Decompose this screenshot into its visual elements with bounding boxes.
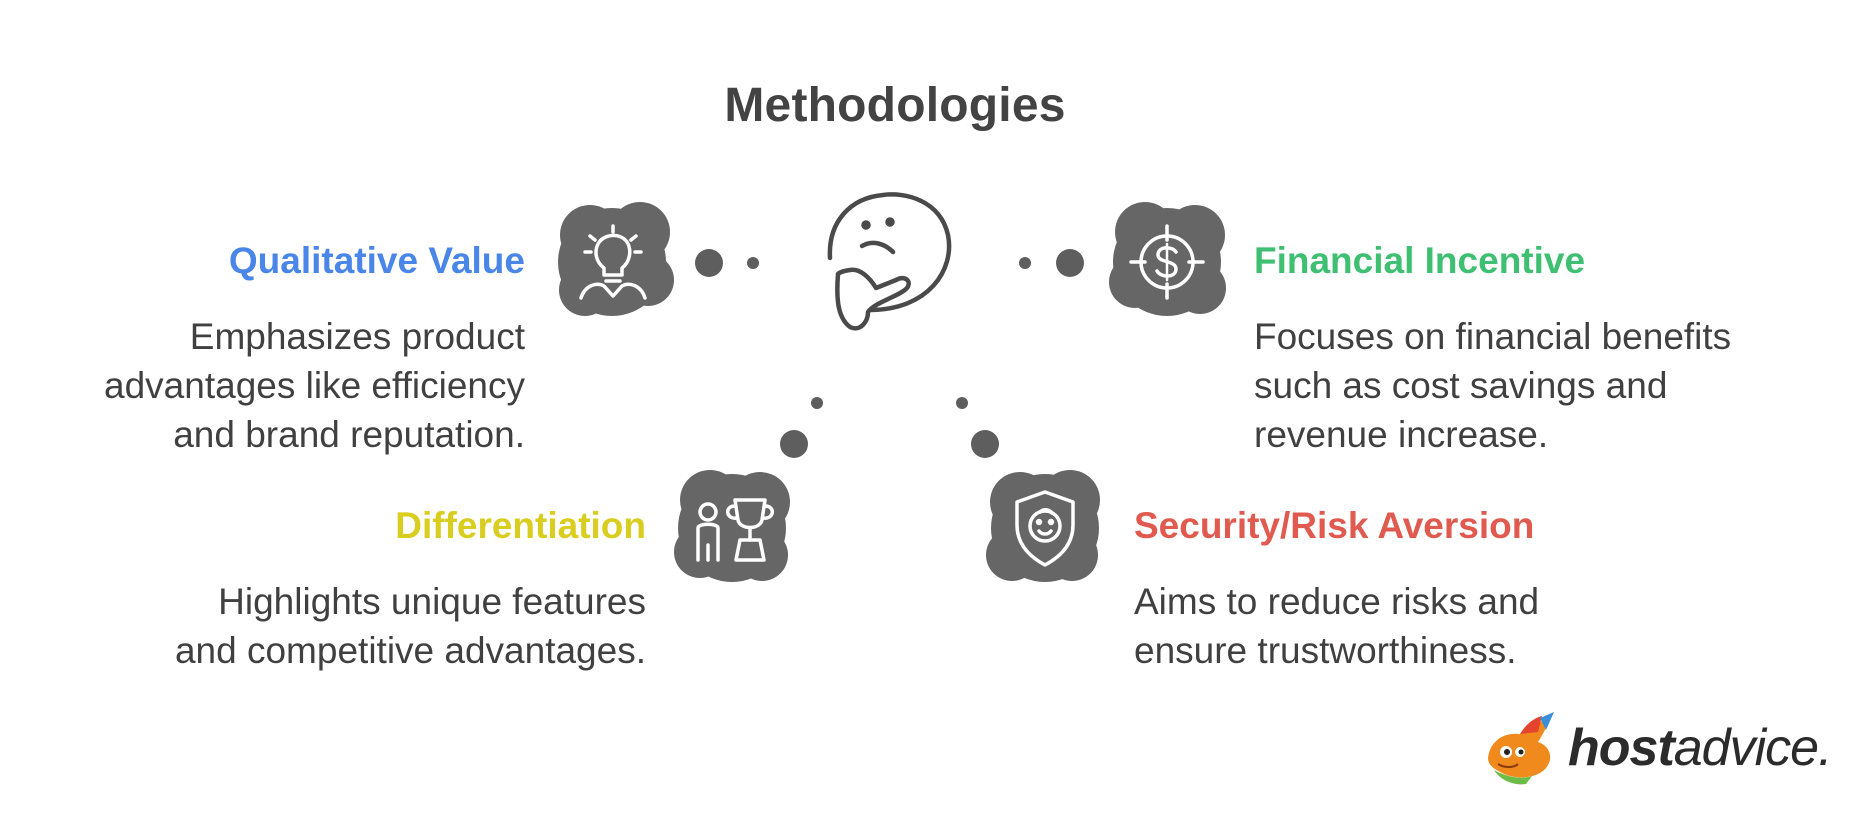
qualitative-description: Emphasizes product advantages like effic… [104, 312, 525, 459]
connector-dot [971, 430, 999, 458]
connector-dot [811, 397, 823, 409]
fox-mascot-icon [1488, 712, 1554, 785]
logo-light: advice. [1673, 719, 1833, 777]
security-line-2: ensure trustworthiness. [1134, 630, 1517, 671]
dollar-target-icon [1129, 224, 1205, 300]
security-heading: Security/Risk Aversion [1134, 505, 1535, 546]
financial-heading: Financial Incentive [1254, 240, 1586, 281]
hostadvice-logo: hostadvice. [1480, 710, 1833, 800]
connector-dot [695, 249, 723, 277]
qualitative-line-2: advantages like efficiency [104, 365, 525, 406]
financial-description: Focuses on financial benefits such as co… [1254, 312, 1731, 459]
connector-dot [956, 397, 968, 409]
thinking-face-icon [827, 192, 952, 331]
differentiation-heading: Differentiation [395, 505, 646, 546]
logo-bold: host [1568, 719, 1675, 777]
financial-line-2: such as cost savings and [1254, 365, 1668, 406]
qualitative-line-3: and brand reputation. [173, 414, 525, 455]
differentiation-blob [674, 470, 790, 582]
security-line-1: Aims to reduce risks and [1134, 581, 1540, 622]
connector-dot [1056, 249, 1084, 277]
lightbulb-person-icon [579, 224, 647, 300]
differentiation-line-2: and competitive advantages. [174, 630, 646, 671]
logo-wordmark: hostadvice. [1568, 718, 1833, 778]
differentiation-description: Highlights unique features and competiti… [175, 577, 646, 675]
connector-dot [747, 257, 759, 269]
financial-line-1: Focuses on financial benefits [1254, 316, 1732, 357]
connector-dot [780, 430, 808, 458]
person-trophy-icon [696, 498, 774, 562]
qualitative-heading: Qualitative Value [228, 240, 525, 281]
diagram-title: Methodologies [724, 79, 1066, 132]
qualitative-blob [558, 202, 674, 316]
qualitative-line-1: Emphasizes product [189, 316, 525, 357]
shield-face-icon [1015, 490, 1075, 567]
differentiation-line-1: Highlights unique features [218, 581, 646, 622]
security-description: Aims to reduce risks and ensure trustwor… [1134, 577, 1539, 675]
connector-dot [1019, 257, 1031, 269]
financial-line-3: revenue increase. [1254, 414, 1549, 455]
